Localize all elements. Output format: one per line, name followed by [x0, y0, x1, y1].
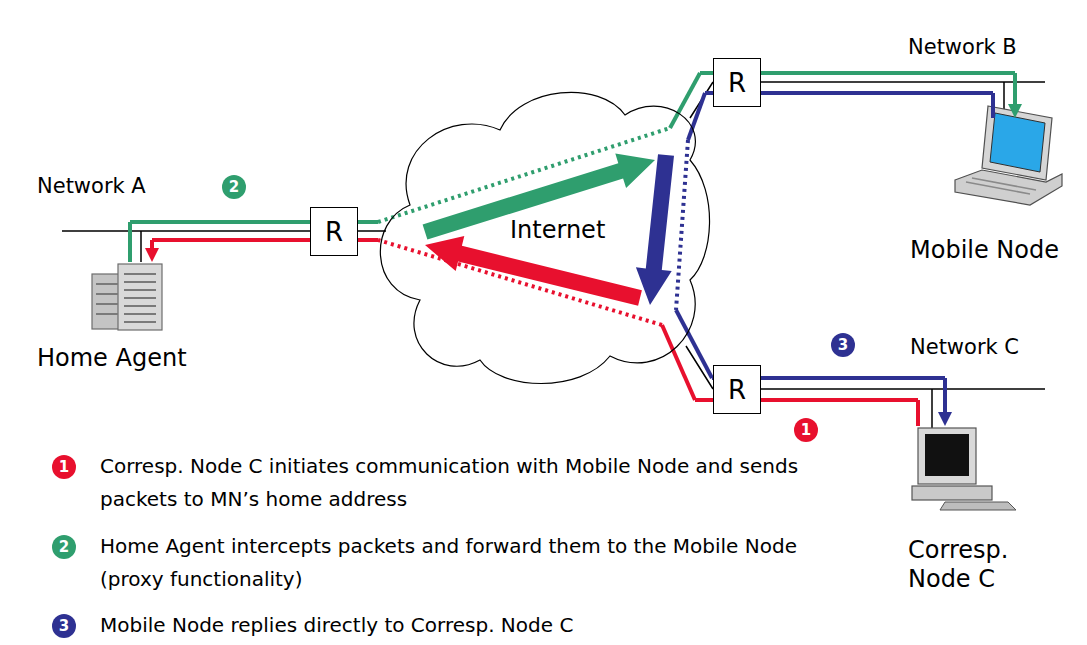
- internet-cloud: Internet: [370, 80, 715, 390]
- node-label: Internet: [510, 216, 605, 244]
- router-box: R: [310, 207, 358, 256]
- arrow-head: [145, 248, 159, 262]
- server-unit: [118, 264, 162, 330]
- connector-segment: [378, 128, 670, 222]
- node-label: R: [325, 217, 343, 247]
- laptop-icon: [955, 106, 1062, 205]
- step-text: Mobile Node replies directly to Corresp.…: [100, 609, 845, 642]
- router-box: R: [713, 365, 761, 414]
- callout-number: 3: [831, 333, 855, 357]
- connector-segment: [128, 222, 132, 262]
- connector-segment: [943, 378, 947, 416]
- connector-segment: [1013, 73, 1017, 108]
- arrow-head: [1008, 104, 1022, 118]
- pc-monitor: [918, 428, 976, 484]
- server-node: Home Agent: [30, 262, 205, 379]
- network-wires: [62, 82, 1045, 428]
- laptop-keys: [966, 178, 1036, 194]
- connector-segment: [991, 93, 995, 118]
- network-label: Network B: [908, 34, 1017, 60]
- pc-keyboard: [940, 502, 1016, 510]
- network-label: Network C: [910, 334, 1019, 360]
- flow-arrow-blue: [636, 154, 674, 305]
- flow-arrow-red: [425, 236, 642, 306]
- node-label: Home Agent: [37, 344, 187, 373]
- laptop-base: [955, 170, 1062, 205]
- connector-segment: [378, 240, 662, 325]
- router-box: R: [713, 58, 761, 107]
- node-label: R: [728, 375, 746, 405]
- server-drawers: [96, 284, 118, 314]
- pc-node: Corresp. Node C: [903, 426, 1035, 600]
- cloud-shape: [380, 92, 709, 383]
- flow-connector: [130, 73, 1022, 262]
- callout-number: 1: [794, 418, 818, 442]
- step-bullet: 1: [52, 455, 76, 479]
- laptop-display: [990, 113, 1045, 172]
- laptop-node: Mobile Node: [905, 118, 1075, 271]
- connector-segment: [676, 310, 712, 378]
- server-drawers: [124, 274, 156, 322]
- pc-case: [912, 486, 992, 500]
- node-label: R: [728, 68, 746, 98]
- step-bullet: 3: [52, 614, 76, 638]
- network-label: Network A: [37, 173, 146, 199]
- connector-segment: [676, 140, 688, 310]
- pc-screen: [925, 434, 969, 476]
- server-icon: [92, 264, 162, 330]
- flow-connector: [145, 240, 918, 426]
- callout-number: 2: [222, 175, 246, 199]
- connector-segment: [688, 93, 705, 140]
- arrow-head: [938, 412, 952, 426]
- node-label: Corresp. Node C: [908, 536, 1029, 594]
- pc-icon: [912, 428, 1016, 510]
- step-text: Home Agent intercepts packets and forwar…: [100, 530, 845, 596]
- connector-segment: [916, 400, 920, 426]
- step-bullet: 2: [52, 535, 76, 559]
- step-text: Corresp. Node C initiates communication …: [100, 450, 845, 516]
- node-label: Mobile Node: [910, 236, 1059, 265]
